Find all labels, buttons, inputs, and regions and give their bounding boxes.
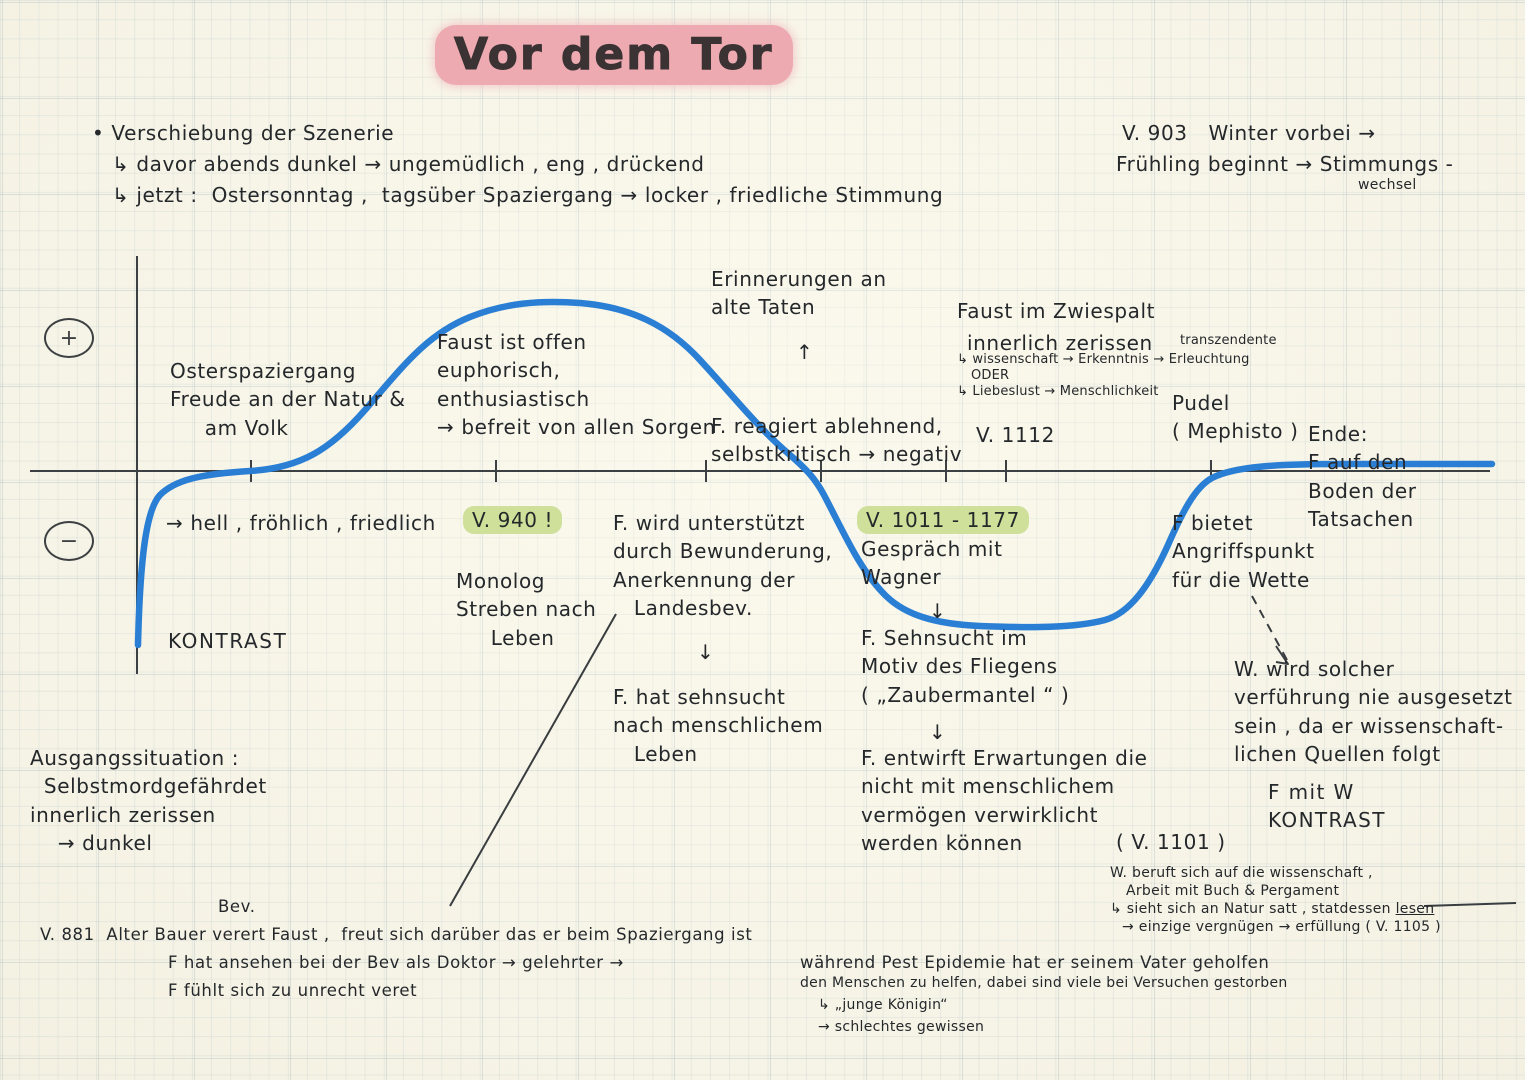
arrow-down-fliegen: ↓ — [929, 720, 947, 744]
axis-positive-marker: + — [44, 318, 94, 358]
label-gespraech-mit-wagner: Gespräch mit Wagner — [861, 537, 1003, 590]
note-w-beruft-sich: W. beruft sich auf die wissenschaft , — [1110, 865, 1373, 881]
label-f-mit-w-kontrast: F mit W KONTRAST — [1268, 780, 1386, 833]
label-pudel-mephisto: Pudel ( Mephisto ) — [1172, 391, 1299, 444]
note-line3-a: ↳ sieht sich an Natur satt , statdessen — [1110, 901, 1396, 917]
arrow-up-erinnerungen: ↑ — [796, 340, 814, 364]
note-einzige-vergnuegen: → einzige vergnügen → erfüllung ( V. 110… — [1122, 919, 1441, 935]
label-kontrast-left: KONTRAST — [168, 629, 288, 653]
label-verse-1011-1177: V. 1011 - 1177 — [857, 506, 1029, 534]
note-sieht-sich-natur-satt: ↳ sieht sich an Natur satt , statdessen … — [1110, 900, 1434, 920]
label-f-bietet-angriffspunkt: F bietet Angriffspunkt für die Wette — [1172, 511, 1315, 592]
arrow-down-wagner: ↓ — [929, 599, 947, 623]
verse-903-note-line-1: V. 903 Winter vorbei → — [1122, 121, 1376, 145]
verse-940-highlight: V. 940 ! — [463, 506, 563, 534]
x-axis-tick — [1210, 460, 1212, 482]
underline-lesen — [1423, 902, 1517, 907]
label-erinnerungen-alte-taten: Erinnerungen an alte Taten — [711, 267, 887, 320]
chart-y-axis — [136, 256, 138, 674]
label-w-wird-solcher: W. wird solcher verführung nie ausgesetz… — [1234, 657, 1513, 767]
x-axis-tick — [1005, 460, 1007, 482]
label-transzendente: transzendente — [1180, 333, 1277, 348]
note-junge-koenigin: ↳ „junge Königin“ — [818, 997, 948, 1013]
label-zwiespalt-oder: ODER — [971, 368, 1010, 383]
arrow-down-unterstuetzt: ↓ — [697, 640, 715, 664]
intro-line-1: ↳ davor abends dunkel → ungemüdlich , en… — [112, 152, 705, 176]
verse-903-note-line-2: Frühling beginnt → Stimmungs - — [1116, 152, 1454, 176]
label-f-sehnsucht-fliegen: F. Sehnsucht im Motiv des Fliegens ( „Za… — [861, 626, 1070, 707]
intro-bullet: • Verschiebung der Szenerie — [92, 121, 395, 145]
label-faust-im-zwiespalt: Faust im Zwiespalt — [957, 299, 1156, 323]
label-verse-1112: V. 1112 — [976, 423, 1055, 447]
label-bev: Bev. — [218, 897, 256, 916]
note-pest-epidemie-2: den Menschen zu helfen, dabei sind viele… — [800, 975, 1288, 991]
note-f-fuehlt-sich-zu-unrecht: F fühlt sich zu unrecht veret — [168, 981, 418, 1000]
label-verse-1101: ( V. 1101 ) — [1116, 830, 1226, 854]
diagonal-connector-line — [449, 613, 617, 907]
note-pest-epidemie-1: während Pest Epidemie hat er seinem Vate… — [800, 953, 1270, 972]
label-hell-froehlich-friedlich: → hell , fröhlich , friedlich — [166, 511, 436, 535]
intro-line-2: ↳ jetzt : Ostersonntag , tagsüber Spazie… — [112, 183, 944, 207]
page-title: Vor dem Tor — [440, 30, 788, 81]
label-faust-ist-offen: Faust ist offen euphorisch, enthusiastis… — [437, 330, 716, 440]
note-f-hat-ansehen: F hat ansehen bei der Bev als Doktor → g… — [168, 953, 624, 972]
label-innerlich-zerissen: innerlich zerissen — [967, 331, 1153, 355]
label-f-reagiert-ablehnend: F. reagiert ablehnend, selbstkritisch → … — [711, 414, 963, 467]
label-zwiespalt-branch-2: ↳ Liebeslust → Menschlichkeit — [957, 384, 1159, 399]
verse-903-note-line-3: wechsel — [1358, 177, 1417, 193]
label-zwiespalt-branch-1: ↳ wissenschaft → Erkenntnis → Erleuchtun… — [957, 352, 1250, 367]
verse-1011-1177-highlight: V. 1011 - 1177 — [857, 506, 1029, 534]
axis-negative-marker: − — [44, 521, 94, 561]
note-schlechtes-gewissen: → schlechtes gewissen — [818, 1019, 985, 1035]
label-monolog-streben: Monolog Streben nach Leben — [456, 569, 597, 650]
label-verse-940: V. 940 ! — [463, 506, 563, 534]
x-axis-tick — [705, 460, 707, 482]
note-verse-881: V. 881 Alter Bauer verert Faust , freut … — [40, 925, 753, 944]
label-ausgangssituation: Ausgangssituation : Selbstmordgefährdet … — [30, 746, 267, 856]
x-axis-tick — [250, 460, 252, 482]
label-f-wird-unterstuetzt: F. wird unterstützt durch Bewunderung, A… — [613, 511, 833, 621]
label-f-entwirft-erwartungen: F. entwirft Erwartungen die nicht mit me… — [861, 746, 1148, 856]
chart-x-axis — [30, 470, 1490, 472]
note-arbeit-mit-buch: Arbeit mit Buch & Pergament — [1126, 883, 1340, 899]
x-axis-tick — [495, 460, 497, 482]
note-line3-b-lesen: lesen — [1395, 901, 1435, 917]
label-ende: Ende: F auf den Boden der Tatsachen — [1308, 422, 1417, 532]
label-f-hat-sehnsucht-leben: F. hat sehnsucht nach menschlichem Leben — [613, 685, 824, 766]
dashed-arrow — [1251, 595, 1288, 661]
label-osterspaziergang: Osterspaziergang Freude an der Natur & a… — [170, 359, 406, 440]
